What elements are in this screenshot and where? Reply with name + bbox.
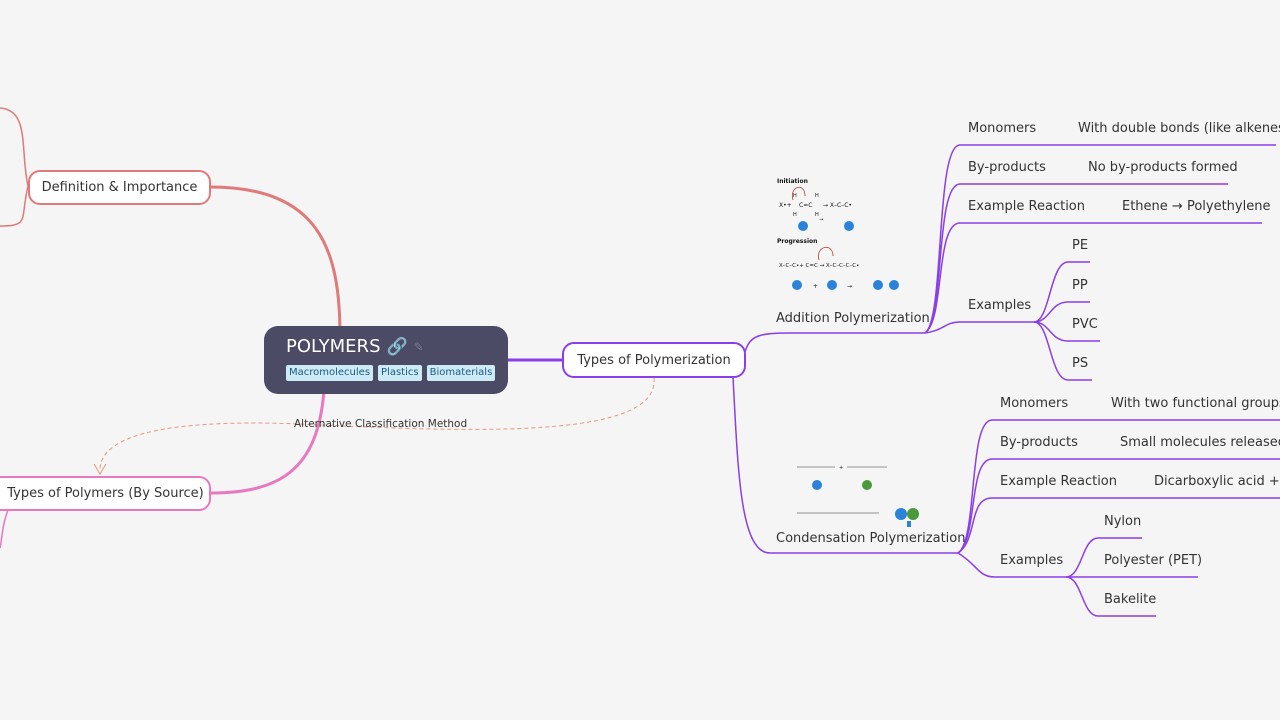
initiation-caption: Initiation — [777, 178, 808, 185]
connector-definition — [209, 185, 342, 337]
link-icon[interactable]: 🔗 — [386, 336, 408, 357]
addition-example-pvc[interactable]: PVC — [1072, 317, 1098, 332]
condensation-mechanism-image[interactable]: + — [795, 455, 935, 530]
addition-monomers-value[interactable]: With double bonds (like alkenes) — [1078, 121, 1280, 136]
addition-example-ps[interactable]: PS — [1072, 356, 1089, 371]
condensation-byproducts-label[interactable]: By-products — [1000, 435, 1078, 450]
svg-text:H: H — [793, 193, 797, 199]
connector-source-child — [0, 509, 9, 549]
svg-text:+: + — [839, 465, 843, 471]
addition-example-pe[interactable]: PE — [1072, 238, 1089, 253]
condensation-example-nylon[interactable]: Nylon — [1104, 514, 1142, 529]
root-tags: Macromolecules Plastics Biomaterials — [286, 365, 496, 381]
condensation-reaction-label[interactable]: Example Reaction — [1000, 474, 1117, 489]
connector-definition-child-2 — [0, 185, 29, 227]
topic-source-label: Types of Polymers (By Source) — [7, 486, 204, 501]
svg-text:C=C: C=C — [799, 202, 812, 209]
condensation-reaction-value[interactable]: Dicarboxylic acid + Di — [1154, 474, 1280, 489]
connector-addition — [744, 332, 925, 353]
condensation-example-pet[interactable]: Polyester (PET) — [1104, 553, 1203, 568]
addition-example-pp[interactable]: PP — [1072, 278, 1088, 293]
addition-reaction-value[interactable]: Ethene → Polyethylene — [1122, 199, 1271, 214]
topic-definition-label: Definition & Importance — [41, 180, 198, 195]
addition-reaction-label[interactable]: Example Reaction — [968, 199, 1085, 214]
connector-definition-child-1 — [0, 107, 29, 187]
condensation-monomers-value[interactable]: With two functional groups ( — [1111, 396, 1280, 411]
svg-text:H: H — [815, 193, 819, 199]
root-node[interactable]: POLYMERS 🔗 ✎ Macromolecules Plastics Bio… — [264, 326, 508, 394]
svg-text:X•+: X•+ — [779, 202, 792, 209]
svg-text:+: + — [813, 283, 818, 290]
condensation-example-bakelite[interactable]: Bakelite — [1104, 592, 1157, 607]
svg-text:H: H — [815, 212, 819, 218]
addition-byproducts-value[interactable]: No by-products formed — [1088, 160, 1238, 175]
relationship-line — [99, 377, 655, 471]
relationship-arrowhead — [93, 463, 107, 475]
topic-types-by-source[interactable]: Types of Polymers (By Source) — [0, 476, 211, 511]
svg-text:X–C–C•+ C=C → X–C–C–C–C•: X–C–C•+ C=C → X–C–C–C–C• — [779, 263, 859, 269]
tag-plastics[interactable]: Plastics — [378, 365, 422, 381]
connector-condensation — [732, 376, 958, 554]
topic-definition-importance[interactable]: Definition & Importance — [28, 170, 211, 205]
svg-text:H: H — [793, 212, 797, 218]
tag-macromolecules[interactable]: Macromolecules — [286, 365, 374, 381]
connector-source — [209, 389, 326, 495]
addition-byproducts-label[interactable]: By-products — [968, 160, 1046, 175]
addition-mechanism-image[interactable]: Initiation X•+ C=C H H H H → X–C–C• → Pr… — [775, 176, 915, 296]
addition-examples-label[interactable]: Examples — [968, 298, 1032, 313]
note-icon[interactable]: ✎ — [413, 339, 424, 354]
tag-biomaterials[interactable]: Biomaterials — [426, 365, 496, 381]
addition-polymerization-topic[interactable]: Addition Polymerization — [776, 311, 930, 326]
svg-text:→: → — [819, 217, 823, 223]
progression-caption: Progression — [777, 238, 817, 245]
topic-polymerization-label: Types of Polymerization — [577, 352, 731, 368]
condensation-polymerization-topic[interactable]: Condensation Polymerization — [776, 531, 966, 546]
root-title: POLYMERS — [286, 336, 381, 357]
topic-types-of-polymerization[interactable]: Types of Polymerization — [562, 342, 746, 378]
condensation-byproducts-value[interactable]: Small molecules released ( — [1120, 435, 1280, 450]
addition-monomers-label[interactable]: Monomers — [968, 121, 1037, 136]
relationship-label[interactable]: Alternative Classification Method — [294, 418, 468, 430]
condensation-monomers-label[interactable]: Monomers — [1000, 396, 1069, 411]
svg-text:→: → — [847, 283, 852, 290]
condensation-examples-label[interactable]: Examples — [1000, 553, 1064, 568]
svg-text:→ X–C–C•: → X–C–C• — [823, 202, 852, 209]
